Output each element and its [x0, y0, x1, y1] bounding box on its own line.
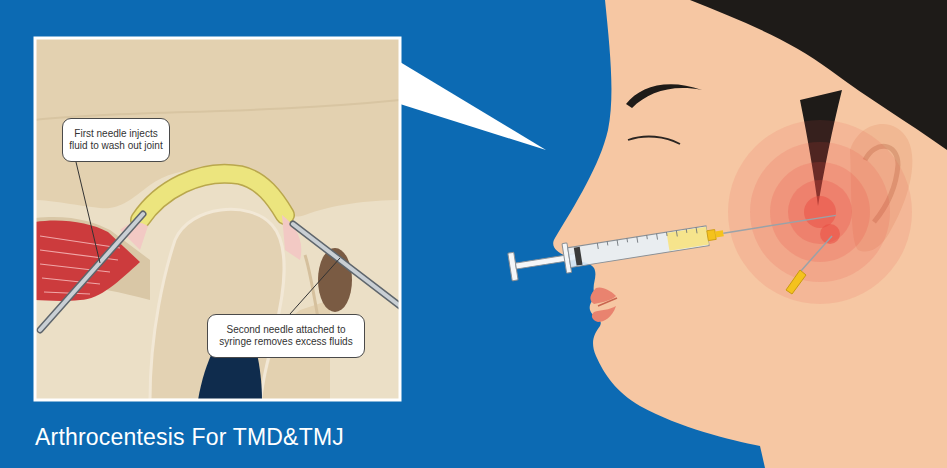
face-part: [598, 298, 617, 306]
callout-box: First needle injects fluid to wash out j…: [62, 118, 170, 162]
syringe: [508, 201, 839, 282]
second-needle-part: [786, 270, 806, 294]
callout-box: Second needle attached to syringe remove…: [207, 314, 365, 358]
pain-rings-part: [788, 180, 852, 244]
syringe-part: [715, 230, 724, 237]
joint-anatomy: [35, 38, 400, 400]
pain-rings-part: [750, 142, 890, 282]
face-part: [553, 0, 947, 468]
inset-border: [35, 38, 400, 400]
joint-anatomy-part: [140, 174, 285, 220]
syringe-part: [723, 215, 836, 233]
needles-part: [293, 224, 400, 306]
syringe-part: [597, 227, 697, 249]
face-part: [626, 84, 702, 108]
syringe-part: [707, 230, 716, 241]
face: [553, 0, 947, 468]
callout-text: Second needle attached to syringe remove…: [214, 324, 358, 348]
joint-anatomy-part: [35, 38, 400, 217]
syringe-part: [568, 226, 709, 268]
needles-part: [40, 214, 143, 330]
joint-anatomy-part: [150, 209, 284, 400]
second-needle-part: [800, 236, 832, 272]
joint-anatomy-part: [35, 100, 400, 120]
syringe-part: [667, 227, 709, 251]
face-part: [628, 137, 680, 144]
inset-panel: [35, 38, 400, 400]
pain-rings-part: [804, 196, 836, 228]
callout-text: First needle injects fluid to wash out j…: [69, 128, 163, 152]
needles-part: [293, 224, 400, 306]
second-needle: [786, 236, 832, 294]
diagram-title: Arthrocentesis For TMD&TMJ: [35, 424, 344, 451]
joint-anatomy-part: [140, 174, 285, 220]
pain-rings-part: [820, 224, 840, 244]
syringe-part: [574, 247, 583, 266]
needles-part: [40, 214, 143, 330]
leader-lines-part: [290, 258, 340, 314]
leader-lines-part: [76, 162, 100, 263]
leader-lines: [76, 162, 340, 314]
pain-rings-part: [728, 120, 912, 304]
callout-wedge: [400, 62, 546, 150]
pain-rings: [728, 120, 912, 304]
needles: [40, 214, 400, 330]
face-part: [592, 306, 616, 322]
face-part: [590, 287, 616, 304]
pain-rings-part: [770, 162, 870, 262]
